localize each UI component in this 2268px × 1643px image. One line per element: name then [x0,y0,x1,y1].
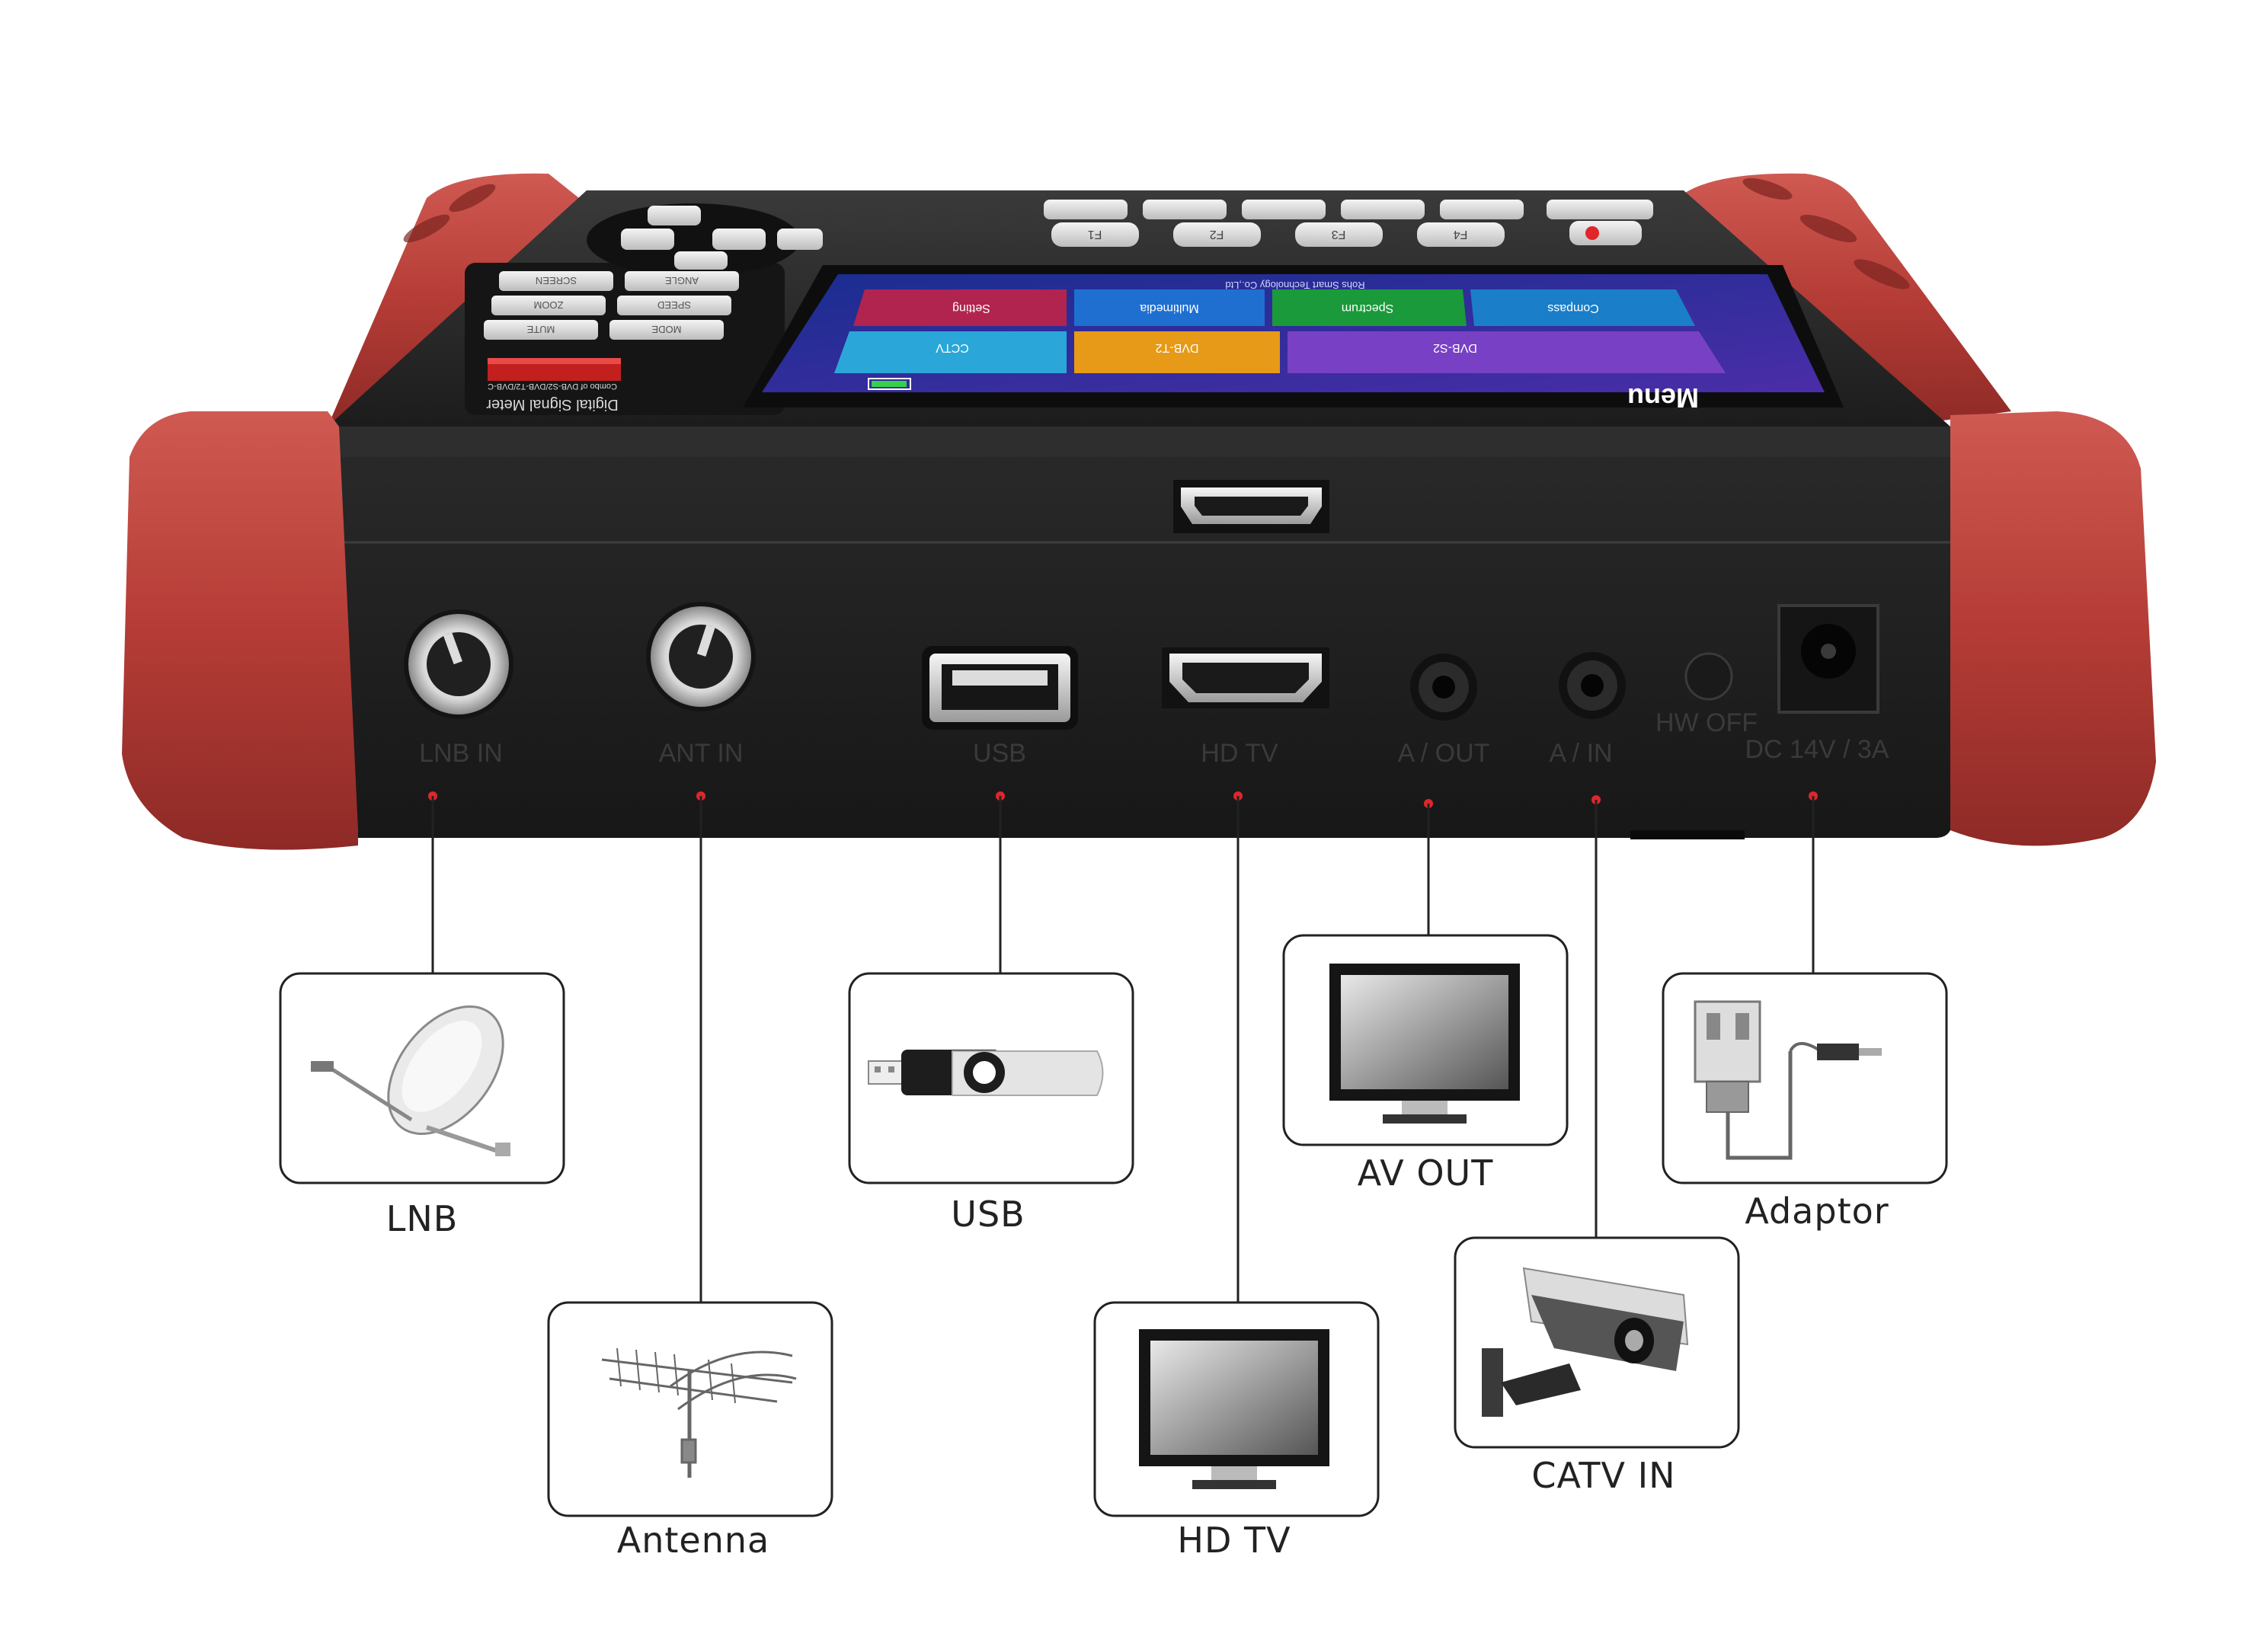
caption-antenna: Antenna [616,1520,770,1561]
power-button[interactable] [1569,221,1642,245]
tile-dvb-s2[interactable] [1288,331,1726,373]
key-label: SPEED [657,299,691,311]
lnb-in-port[interactable] [404,609,513,719]
tile-label-compass: Compass [1547,302,1599,315]
port-label-7: DC 14V / 3A [1745,735,1889,764]
usb-port[interactable] [922,646,1078,730]
function-key-f3[interactable]: F3 [1295,222,1383,247]
function-key-f1[interactable]: F1 [1051,222,1139,247]
key-label: MUTE [526,324,555,335]
function-key-label: F2 [1210,228,1224,241]
tile-label-setting: Setting [952,302,990,315]
port-label-1: ANT IN [659,739,744,768]
caption-hdtv: HD TV [1177,1520,1291,1561]
function-key-label: F3 [1332,228,1346,241]
battery-icon [868,378,911,390]
tile-label-cctv: CCTV [936,341,969,354]
port-label-4: A / OUT [1398,739,1490,768]
bumper-right [1950,411,2156,846]
tile-compass[interactable] [1470,289,1695,326]
key-speed[interactable]: SPEED [617,296,731,315]
caption-av-out: AV OUT [1357,1152,1494,1194]
device-foot [1630,830,1745,839]
function-key-label: F1 [1088,228,1102,241]
antenna-icon [601,1347,797,1478]
screen-subtitle: Rohs Smart Technology Co.,Ltd [1225,280,1364,291]
bumper-right-top [1676,173,2011,427]
bumper-left [122,411,358,850]
av-in-jack[interactable] [1559,652,1626,719]
function-keys: F1 F2 F3 F4 [1051,222,1505,247]
key-mute[interactable]: MUTE [484,320,598,340]
screen-title: Menu [1627,382,1699,414]
tile-spectrum[interactable] [1272,289,1467,326]
port-labels: LNB IN ANT IN USB HD TV A / OUT A / IN HW OFFD… [419,708,1889,808]
satellite-dish-icon [311,1005,510,1156]
usb-flash-drive-icon [868,1050,1104,1096]
key-screen[interactable]: SCREEN [499,271,613,291]
key-zoom[interactable]: ZOOM [491,296,606,315]
connector-lines [431,796,1815,1303]
tile-dvb-t2[interactable] [1074,331,1280,373]
tile-setting[interactable] [853,289,1067,326]
function-key-label: F4 [1454,228,1468,241]
monitor-icon [1329,964,1520,1124]
key-label: MODE [651,324,681,335]
tile-label-dvb-s2: DVB-S2 [1433,341,1477,354]
key-mode[interactable]: MODE [609,320,724,340]
hdmi-top-port[interactable] [1173,480,1329,533]
tile-label-dvb-t2: DVB-T2 [1155,341,1198,354]
device-front [328,427,1950,838]
cctv-camera-icon [1482,1267,1689,1417]
av-out-jack[interactable] [1410,654,1477,721]
key-label: ANGLE [665,275,699,286]
keypad: MUTE MODE ZOOM SPEED SCREEN ANGLE [484,271,739,340]
tile-label-spectrum: Spectrum [1342,302,1393,315]
port-label-6: HW OFF [1655,708,1758,737]
port-label-2: USB [973,739,1026,768]
bumper-left-top [328,173,579,427]
tile-label-multimedia: Multimedia [1140,302,1198,315]
caption-lnb: LNB [385,1198,459,1239]
hdmi-port[interactable] [1162,647,1329,708]
function-key-f2[interactable]: F2 [1173,222,1261,247]
port-label-5: A / IN [1549,739,1612,768]
dpad-ring [587,203,800,276]
hw-off-button[interactable] [1684,652,1733,701]
ant-in-port[interactable] [646,602,756,711]
key-label: SCREEN [536,275,577,286]
tile-cctv[interactable] [834,331,1067,373]
key-angle[interactable]: ANGLE [625,271,739,291]
monitor-icon [1139,1329,1329,1489]
port-label-3: HD TV [1201,739,1278,768]
screen: Setting Multimedia Spectrum Compass CCTV… [762,274,1825,414]
power-adaptor-icon [1694,1000,1882,1160]
port-label-0: LNB IN [419,739,503,768]
key-label: ZOOM [534,299,564,311]
function-key-f4[interactable]: F4 [1417,222,1505,247]
caption-adaptor: Adaptor [1745,1191,1889,1232]
brand-text: Digital Signal Meter [486,396,619,413]
dc-power-jack[interactable] [1777,604,1879,714]
dpad[interactable] [621,206,823,270]
device: MUTE MODE ZOOM SPEED SCREEN ANGLE Digital Sig… [122,173,2156,850]
brand-subtext: Combo of DVB-S2/DVB-T2/DVB-C [488,382,617,391]
caption-catv-in: CATV IN [1531,1455,1676,1496]
top-button-row[interactable] [1044,200,1653,219]
caption-usb: USB [951,1194,1025,1235]
tile-multimedia[interactable] [1074,289,1265,326]
